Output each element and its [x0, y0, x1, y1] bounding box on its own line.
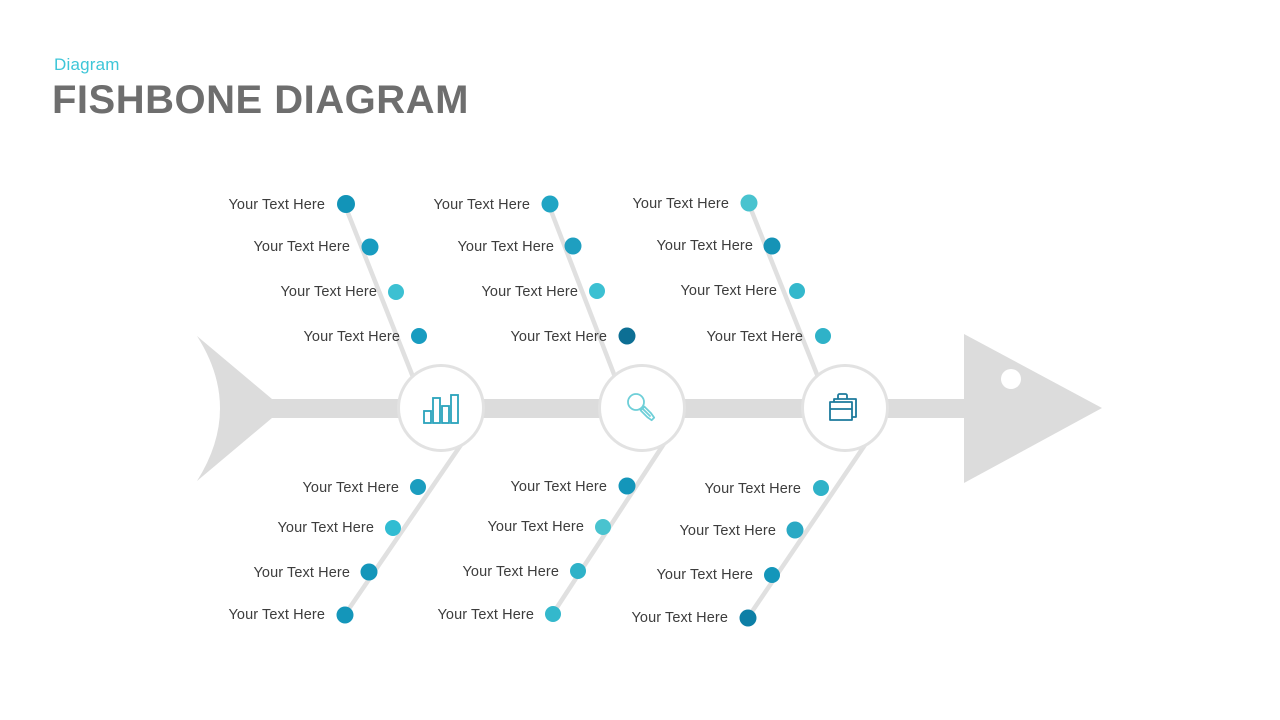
bone-dot[interactable] — [570, 563, 586, 579]
bone-dot[interactable] — [388, 284, 404, 300]
bone-label[interactable]: Your Text Here — [656, 567, 753, 583]
fish-head — [964, 334, 1102, 483]
bone-label[interactable]: Your Text Here — [280, 284, 377, 300]
microphone-icon — [627, 393, 656, 422]
page-header: Diagram FISHBONE DIAGRAM — [52, 55, 469, 121]
bone-dot[interactable] — [763, 237, 781, 255]
bone-label[interactable]: Your Text Here — [277, 520, 374, 536]
bone-label[interactable]: Your Text Here — [481, 284, 578, 300]
bone-label[interactable]: Your Text Here — [510, 329, 607, 345]
fish-tail — [197, 336, 272, 481]
bone-dot[interactable] — [813, 480, 829, 496]
bone-dot[interactable] — [618, 327, 636, 345]
bone-dot[interactable] — [336, 606, 354, 624]
bone-line-2-top — [545, 200, 620, 385]
bone-label[interactable]: Your Text Here — [680, 283, 777, 299]
bone-label[interactable]: Your Text Here — [437, 607, 534, 623]
page-title: FISHBONE DIAGRAM — [52, 78, 469, 123]
briefcase-icon — [829, 393, 857, 421]
bone-label[interactable]: Your Text Here — [704, 481, 801, 497]
bone-dot[interactable] — [564, 237, 582, 255]
bone-label[interactable]: Your Text Here — [303, 329, 400, 345]
category-hub-1[interactable] — [397, 364, 485, 452]
bone-label[interactable]: Your Text Here — [631, 610, 728, 626]
bone-dot[interactable] — [786, 521, 804, 539]
bone-label[interactable]: Your Text Here — [656, 238, 753, 254]
page-kicker: Diagram — [54, 55, 120, 74]
bone-dot[interactable] — [618, 477, 636, 495]
bone-line-1-bottom — [341, 433, 470, 619]
bone-dot[interactable] — [595, 519, 611, 535]
bone-label[interactable]: Your Text Here — [632, 196, 729, 212]
bar-chart-icon — [423, 394, 459, 424]
bone-label[interactable]: Your Text Here — [462, 564, 559, 580]
bone-dot[interactable] — [545, 606, 561, 622]
bone-label[interactable]: Your Text Here — [679, 523, 776, 539]
bone-line-3-bottom — [744, 433, 874, 622]
bone-dot[interactable] — [764, 567, 780, 583]
bone-label[interactable]: Your Text Here — [228, 197, 325, 213]
bone-dot[interactable] — [541, 195, 559, 213]
bone-dot[interactable] — [815, 328, 831, 344]
bone-dot[interactable] — [740, 194, 758, 212]
bone-dot[interactable] — [337, 195, 355, 213]
category-hub-2[interactable] — [598, 364, 686, 452]
bone-label[interactable]: Your Text Here — [302, 480, 399, 496]
bone-dot[interactable] — [361, 238, 379, 256]
bone-label[interactable]: Your Text Here — [253, 565, 350, 581]
bone-label[interactable]: Your Text Here — [253, 239, 350, 255]
bone-label[interactable]: Your Text Here — [706, 329, 803, 345]
bone-dot[interactable] — [410, 479, 426, 495]
bone-line-3-top — [745, 199, 823, 385]
bone-dot[interactable] — [789, 283, 805, 299]
bone-line-1-top — [341, 200, 418, 385]
bone-dot[interactable] — [385, 520, 401, 536]
bone-dot[interactable] — [411, 328, 427, 344]
bone-label[interactable]: Your Text Here — [228, 607, 325, 623]
bone-label[interactable]: Your Text Here — [457, 239, 554, 255]
bone-label[interactable]: Your Text Here — [487, 519, 584, 535]
bone-dot[interactable] — [589, 283, 605, 299]
bone-label[interactable]: Your Text Here — [433, 197, 530, 213]
category-hub-3[interactable] — [801, 364, 889, 452]
bone-label[interactable]: Your Text Here — [510, 479, 607, 495]
bone-dot[interactable] — [739, 609, 757, 627]
fish-eye — [1001, 369, 1021, 389]
bone-dot[interactable] — [360, 563, 378, 581]
